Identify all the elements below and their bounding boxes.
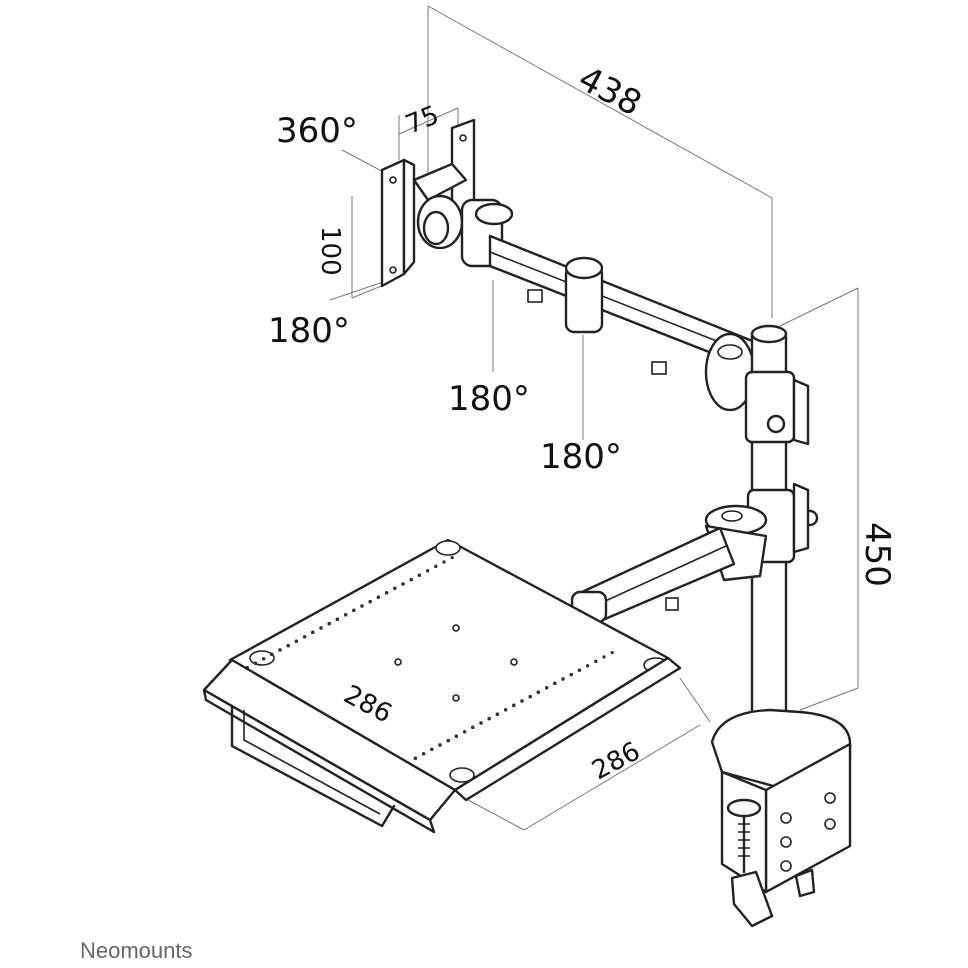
vent-hole: [327, 622, 331, 626]
rotation-360-label: 360°: [276, 111, 358, 151]
vent-hole: [294, 639, 298, 643]
vent-hole: [286, 644, 290, 648]
vent-hole: [253, 661, 257, 665]
rotation-180-arm-label: 180°: [448, 379, 530, 419]
vent-hole: [278, 648, 282, 652]
vent-hole: [368, 600, 372, 604]
vent-hole: [577, 668, 582, 672]
vent-hole: [303, 635, 307, 639]
vent-hole: [471, 725, 475, 730]
vent-hole: [335, 617, 339, 621]
vent-hole: [536, 690, 541, 694]
vesa-plate: [380, 118, 476, 288]
vent-hole: [376, 595, 380, 599]
vent-holes: [221, 556, 614, 778]
vent-hole: [528, 695, 532, 699]
vent-hole: [393, 586, 397, 591]
vent-hole: [438, 743, 442, 747]
vent-hole: [360, 604, 364, 608]
desk-clamp: [710, 708, 852, 928]
vent-hole: [311, 630, 315, 635]
vent-hole: [553, 681, 557, 686]
rotation-180-pole-label: 180°: [540, 437, 622, 477]
vent-hole: [602, 655, 606, 659]
vent-hole: [262, 657, 266, 661]
vent-hole: [512, 703, 516, 708]
vent-hole: [586, 664, 590, 668]
vent-hole: [479, 721, 483, 725]
vent-hole: [561, 677, 565, 681]
vent-hole: [520, 699, 524, 703]
vent-hole: [344, 613, 348, 617]
brand-logo-text: Neomounts: [80, 938, 193, 963]
lower-arm: [570, 504, 768, 624]
vent-hole: [504, 708, 508, 712]
vent-hole: [487, 717, 491, 721]
vent-hole: [385, 591, 389, 595]
pole-height-label: 450: [857, 522, 897, 587]
vent-hole: [417, 573, 421, 577]
tray-width-label: 286: [587, 736, 645, 786]
vent-hole: [413, 756, 417, 760]
upper-arm: [416, 194, 762, 412]
vent-hole: [270, 652, 274, 657]
vent-hole: [422, 752, 426, 756]
vent-hole: [610, 651, 614, 655]
vent-hole: [430, 747, 434, 752]
laptop-tray: [202, 538, 682, 834]
vent-hole: [426, 569, 430, 573]
arm-reach-label: 438: [572, 59, 648, 125]
vent-hole: [450, 556, 454, 560]
pole: [744, 324, 819, 766]
vent-hole: [463, 730, 467, 734]
vent-hole: [446, 739, 450, 743]
vent-hole: [434, 564, 438, 569]
vesa-width-label: 75: [401, 100, 443, 140]
vent-hole: [569, 673, 573, 677]
vent-hole: [409, 578, 413, 582]
vent-hole: [442, 560, 446, 564]
vent-hole: [319, 626, 323, 630]
vent-hole: [454, 734, 458, 738]
rotation-180-tilt-label: 180°: [268, 311, 350, 351]
dimension-lines: [274, 5, 859, 831]
vent-hole: [545, 686, 549, 690]
vent-hole: [352, 608, 356, 613]
vent-hole: [495, 712, 499, 716]
vesa-height-label: 100: [315, 226, 345, 276]
vent-hole: [401, 582, 405, 586]
vent-hole: [594, 659, 598, 664]
